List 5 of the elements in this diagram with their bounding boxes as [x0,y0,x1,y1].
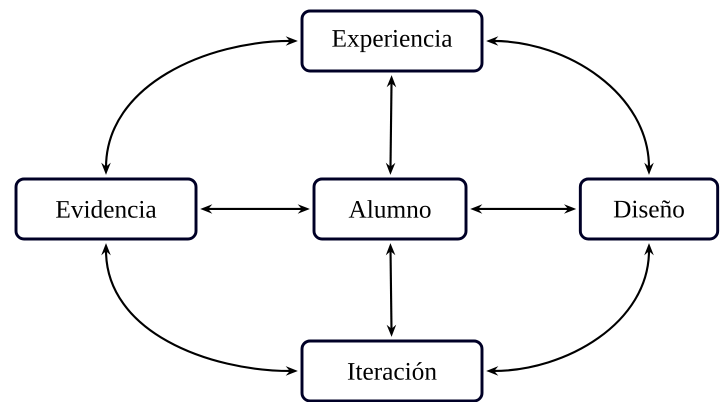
concept-box: Evidencia [14,178,198,240]
concept-box: Alumno [312,178,468,240]
concept-box: Experiencia [300,10,484,72]
concept-box: Iteración [300,340,484,402]
concept-box: Diseño [578,178,720,240]
